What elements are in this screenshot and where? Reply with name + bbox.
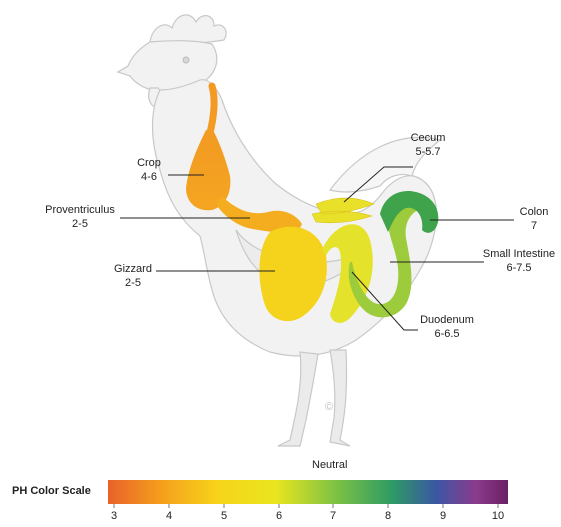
- label-small-intestine-ph: 6-7.5: [480, 261, 558, 275]
- label-small-intestine: Small Intestine 6-7.5: [480, 247, 558, 275]
- label-colon-name: Colon: [514, 205, 554, 219]
- ph-tick-label: 6: [267, 510, 291, 522]
- label-duodenum: Duodenum 6-6.5: [414, 313, 480, 341]
- ph-tick-label: 10: [486, 510, 510, 522]
- label-gizzard-ph: 2-5: [110, 276, 156, 290]
- ph-scale-bar: [108, 480, 508, 504]
- ph-scale-neutral-label: Neutral: [312, 459, 347, 471]
- label-duodenum-name: Duodenum: [414, 313, 480, 327]
- label-duodenum-ph: 6-6.5: [414, 327, 480, 341]
- ph-tick-label: 8: [376, 510, 400, 522]
- ph-scale-tick-marks: [114, 504, 498, 508]
- label-cecum-ph: 5-5.7: [404, 145, 452, 159]
- label-gizzard: Gizzard 2-5: [110, 262, 156, 290]
- label-proventriculus: Proventriculus 2-5: [36, 203, 124, 231]
- label-gizzard-name: Gizzard: [110, 262, 156, 276]
- label-colon: Colon 7: [514, 205, 554, 233]
- rooster-eye: [183, 57, 189, 63]
- ph-tick-label: 9: [431, 510, 455, 522]
- copyright-mark: ©: [325, 401, 333, 413]
- ph-tick-label: 4: [157, 510, 181, 522]
- label-cecum-name: Cecum: [404, 131, 452, 145]
- label-small-intestine-name: Small Intestine: [480, 247, 558, 261]
- ph-scale-title: PH Color Scale: [12, 485, 91, 497]
- label-proventriculus-ph: 2-5: [36, 217, 124, 231]
- label-crop-ph: 4-6: [130, 170, 168, 184]
- label-colon-ph: 7: [514, 219, 554, 233]
- label-cecum: Cecum 5-5.7: [404, 131, 452, 159]
- label-crop-name: Crop: [130, 156, 168, 170]
- ph-tick-label: 5: [212, 510, 236, 522]
- label-proventriculus-name: Proventriculus: [36, 203, 124, 217]
- label-crop: Crop 4-6: [130, 156, 168, 184]
- ph-tick-label: 3: [102, 510, 126, 522]
- ph-tick-label: 7: [321, 510, 345, 522]
